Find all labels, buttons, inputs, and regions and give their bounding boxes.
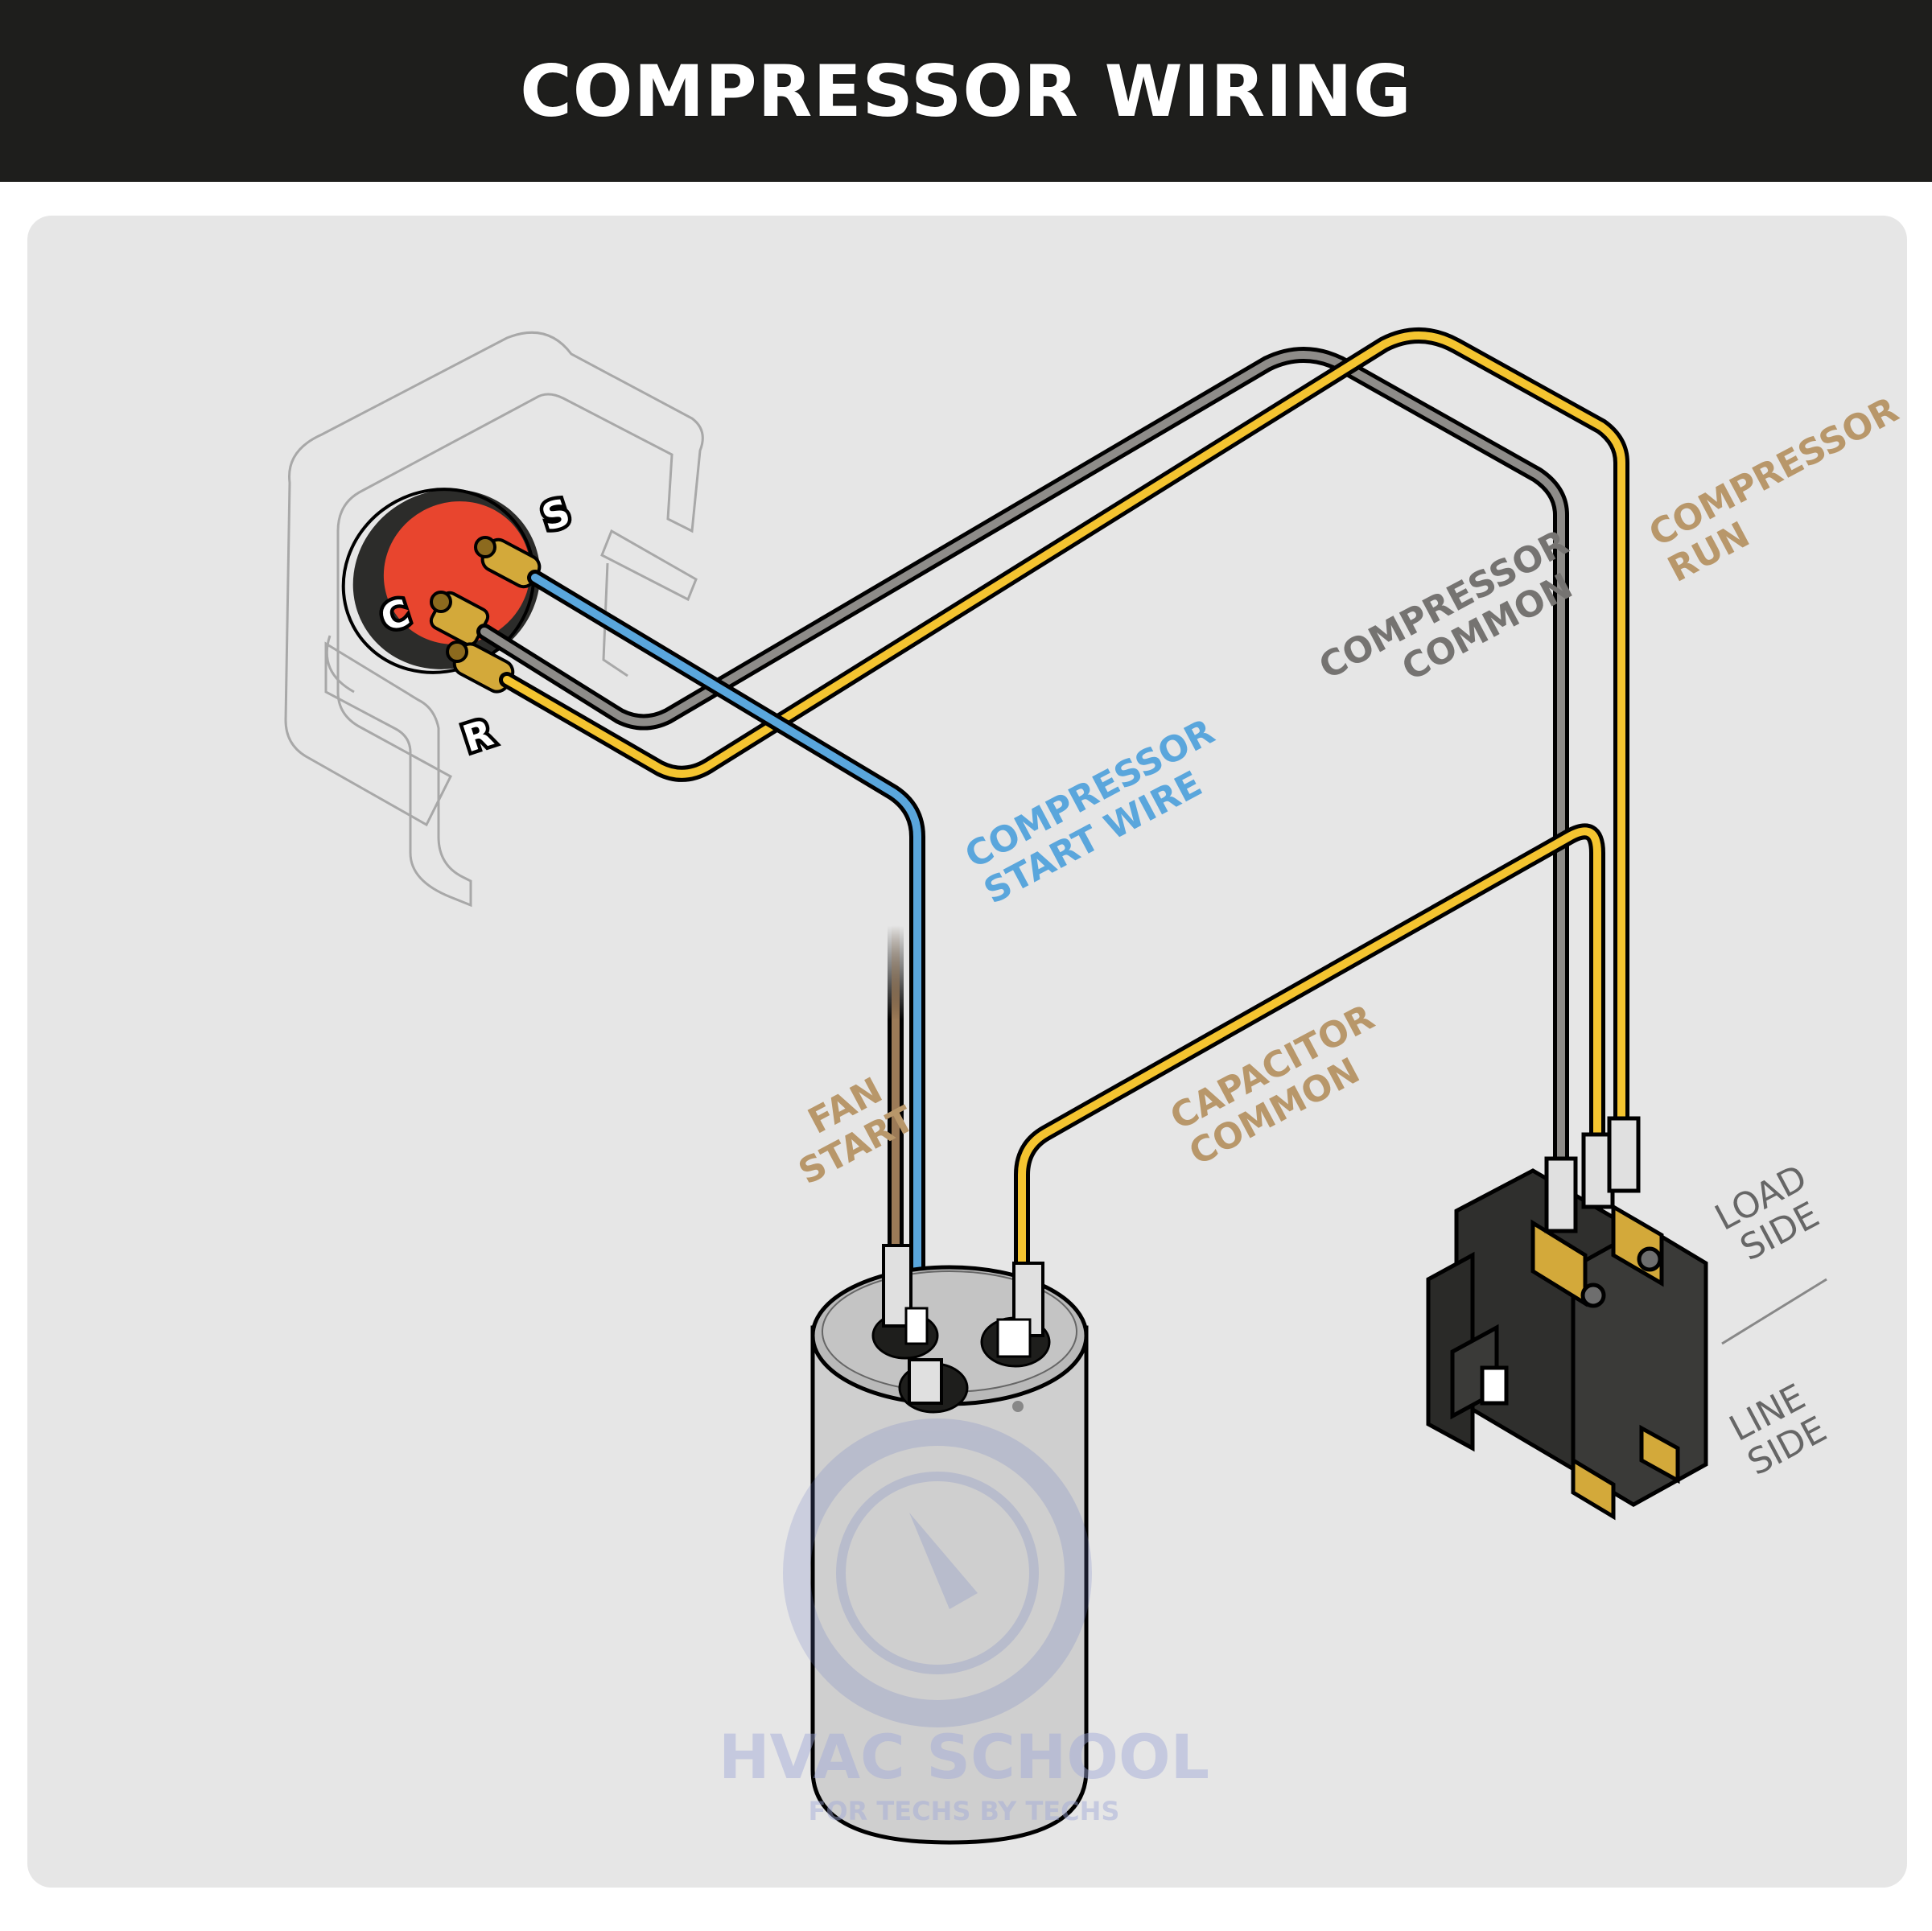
- fan-start-label: FAN START: [792, 1070, 921, 1193]
- watermark-name: HVAC SCHOOL: [719, 1721, 1209, 1793]
- wires: [476, 327, 1629, 1303]
- line-side-label: LINE SIDE: [1723, 1377, 1833, 1484]
- compressor-start-label: COMPRESSOR START WIRE: [958, 711, 1221, 912]
- terminal-label-r: R: [458, 710, 498, 760]
- side-divider-line: [1721, 1278, 1827, 1345]
- watermark-tagline: FOR TECHS BY TECHS: [809, 1796, 1120, 1826]
- capacitor-common-wire-core: [1018, 827, 1601, 1267]
- load-side-label: LOAD SIDE: [1708, 1157, 1826, 1269]
- capacitor-common-label: CAPACITOR COMMON: [1164, 997, 1381, 1174]
- compressor-run-wire: [499, 327, 1629, 1134]
- header-bar: COMPRESSOR WIRING: [0, 0, 1932, 182]
- contactor: [1426, 1116, 1708, 1521]
- compressor-bracket: [284, 331, 704, 908]
- compressor-common-label: COMPRESSOR COMMON: [1312, 522, 1579, 690]
- compressor-run-label: COMPRESSOR RUN: [1642, 389, 1905, 591]
- run-capacitor: [810, 1244, 1089, 1845]
- hvac-school-watermark: [783, 1418, 1092, 1727]
- terminal-label-s: S: [537, 490, 575, 540]
- compressor-start-wire: [527, 570, 925, 1303]
- page-title: COMPRESSOR WIRING: [520, 49, 1412, 133]
- compressor-terminal-plate: [341, 488, 541, 674]
- compressor-run-wire-core: [503, 331, 1625, 1130]
- fan-start-wire-core: [892, 925, 900, 1303]
- compressor-common-wire-core: [480, 351, 1565, 1163]
- compressor-start-wire-core: [531, 574, 921, 1299]
- compressor-run-label-line1: COMPRESSOR: [1642, 389, 1905, 555]
